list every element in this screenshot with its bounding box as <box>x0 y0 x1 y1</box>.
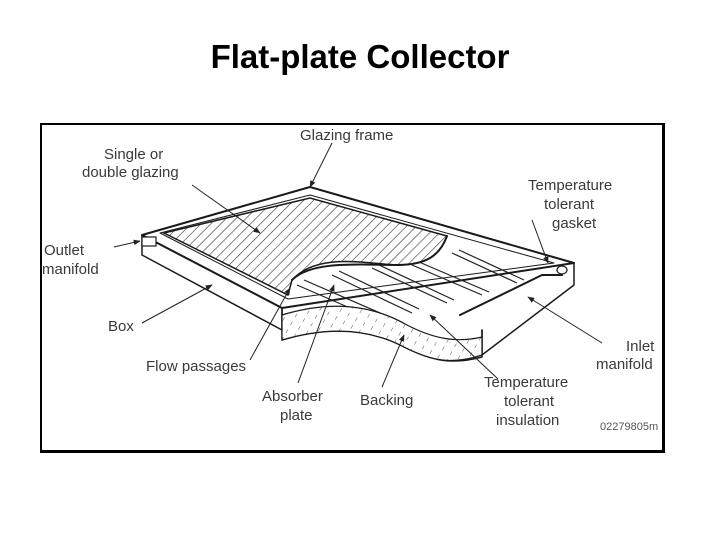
label-insulation-line2: tolerant <box>504 393 555 410</box>
label-gasket-line1: Temperature <box>528 177 612 194</box>
leader-outlet <box>113 239 141 248</box>
outlet-manifold-stub <box>141 236 157 247</box>
label-glazing-frame: Glazing frame <box>300 127 393 144</box>
label-outlet-line1: Outlet <box>44 242 85 259</box>
collector-diagram-frame: Glazing frame Single or double glazing T… <box>40 123 665 453</box>
leader-absorber <box>297 284 335 384</box>
leader-backing <box>381 334 405 388</box>
leader-insulation <box>429 314 499 380</box>
label-inlet-line2: manifold <box>596 356 653 373</box>
flow-passage-tubes <box>296 249 525 322</box>
label-absorber-line1: Absorber <box>262 388 323 405</box>
label-insulation-line3: insulation <box>496 412 559 429</box>
label-gasket-line3: gasket <box>552 215 597 232</box>
collector-diagram: Glazing frame Single or double glazing T… <box>42 127 658 433</box>
figure-id: 02279805m <box>600 421 658 433</box>
leader-gasket <box>531 219 549 264</box>
label-backing: Backing <box>360 392 413 409</box>
inlet-manifold-end <box>556 265 568 275</box>
label-glazing-line1: Single or <box>104 146 163 163</box>
label-inlet-line1: Inlet <box>626 338 655 355</box>
leader-glazing <box>191 184 261 234</box>
leader-inlet <box>527 296 603 344</box>
label-glazing-line2: double glazing <box>82 164 179 181</box>
box-right-end <box>481 262 575 356</box>
slide-title: Flat-plate Collector <box>210 38 510 75</box>
label-flow-passages: Flow passages <box>146 358 246 375</box>
label-insulation-line1: Temperature <box>484 374 568 391</box>
label-outlet-line2: manifold <box>42 261 99 278</box>
leader-box <box>141 284 213 324</box>
leader-glazing-frame <box>309 142 333 188</box>
insulation-section <box>281 305 483 362</box>
label-box: Box <box>108 318 134 335</box>
glazing-curl <box>291 235 448 281</box>
inlet-manifold-pipe <box>459 274 563 316</box>
frame-inner <box>159 194 555 300</box>
leader-flow-passages <box>249 287 291 361</box>
label-gasket-line2: tolerant <box>544 196 595 213</box>
label-absorber-line2: plate <box>280 407 313 424</box>
